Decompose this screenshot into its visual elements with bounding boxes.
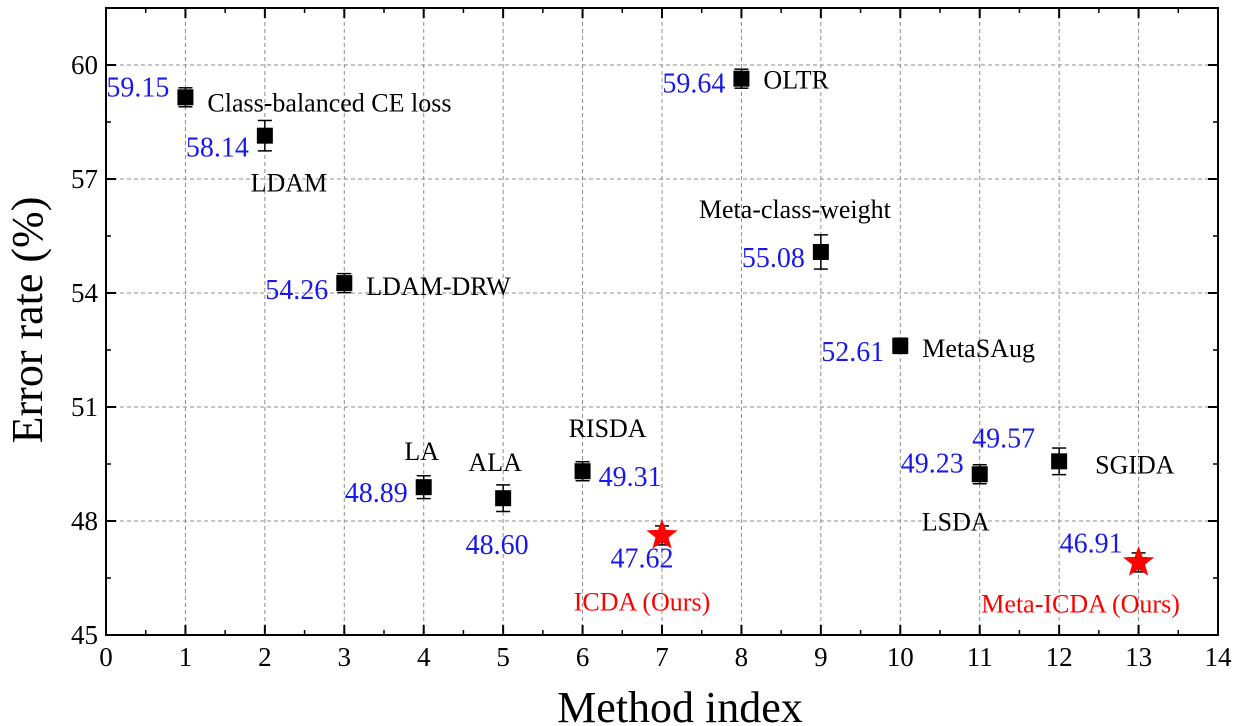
x-tick-label: 13 — [1125, 642, 1152, 672]
y-tick-label: 60 — [71, 50, 98, 80]
value-label: 59.15 — [106, 72, 169, 103]
square-marker — [733, 70, 750, 87]
square-marker — [892, 337, 909, 354]
square-marker — [177, 89, 194, 106]
y-tick-label: 54 — [71, 278, 99, 308]
x-tick-label: 11 — [967, 642, 993, 672]
x-tick-label: 1 — [179, 642, 193, 672]
x-tick-label: 7 — [655, 642, 669, 672]
square-marker — [336, 275, 353, 292]
star-marker — [1122, 545, 1155, 576]
data-markers — [177, 68, 1155, 576]
value-label: 49.57 — [972, 423, 1035, 454]
value-label: 55.08 — [742, 243, 805, 274]
value-label: 52.61 — [821, 337, 884, 368]
x-tick-label: 4 — [417, 642, 431, 672]
x-axis-title: Method index — [557, 683, 803, 726]
square-marker — [256, 127, 273, 144]
value-label: 49.23 — [901, 448, 964, 479]
method-label: SGIDA — [1095, 450, 1175, 479]
method-label: ICDA (Ours) — [574, 587, 711, 616]
value-label: 59.64 — [662, 69, 725, 100]
plot-frame — [105, 7, 1219, 636]
method-label: LDAM — [251, 169, 328, 198]
y-tick-label: 45 — [71, 620, 98, 650]
square-marker — [812, 243, 829, 260]
value-label: 48.89 — [345, 478, 408, 509]
x-tick-label: 6 — [576, 642, 590, 672]
method-label: Meta-class-weight — [699, 195, 892, 224]
square-marker — [415, 479, 432, 496]
y-tick-label: 48 — [71, 506, 98, 536]
method-label: Class-balanced CE loss — [207, 88, 451, 117]
x-tick-label: 8 — [735, 642, 749, 672]
grid — [106, 8, 1218, 635]
x-tick-label: 14 — [1205, 642, 1233, 672]
method-label: LDAM-DRW — [366, 272, 511, 301]
square-marker — [1051, 453, 1068, 470]
value-label: 46.91 — [1060, 528, 1123, 559]
y-tick-label: 57 — [71, 164, 98, 194]
y-tick-label: 51 — [71, 392, 98, 422]
method-label: LSDA — [922, 507, 990, 536]
value-label: 54.26 — [265, 275, 328, 306]
x-tick-label: 0 — [99, 642, 113, 672]
x-tick-label: 12 — [1046, 642, 1073, 672]
method-label: LA — [404, 437, 439, 466]
x-tick-label: 9 — [814, 642, 828, 672]
y-axis-title: Error rate (%) — [3, 197, 52, 444]
method-label: RISDA — [569, 414, 647, 443]
value-label: 47.62 — [611, 543, 674, 574]
x-tick-label: 2 — [258, 642, 272, 672]
square-marker — [971, 466, 988, 483]
value-label: 58.14 — [186, 133, 249, 164]
x-tick-label: 10 — [887, 642, 914, 672]
method-label: MetaSAug — [922, 334, 1035, 363]
x-tick-label: 3 — [338, 642, 352, 672]
method-label: OLTR — [763, 66, 829, 95]
square-marker — [495, 490, 512, 507]
method-label: Meta-ICDA (Ours) — [981, 589, 1180, 618]
method-label: ALA — [468, 448, 522, 477]
star-marker — [646, 518, 678, 549]
value-label: 49.31 — [599, 462, 662, 493]
value-label: 48.60 — [466, 530, 529, 561]
square-marker — [574, 463, 591, 480]
x-tick-label: 5 — [496, 642, 510, 672]
